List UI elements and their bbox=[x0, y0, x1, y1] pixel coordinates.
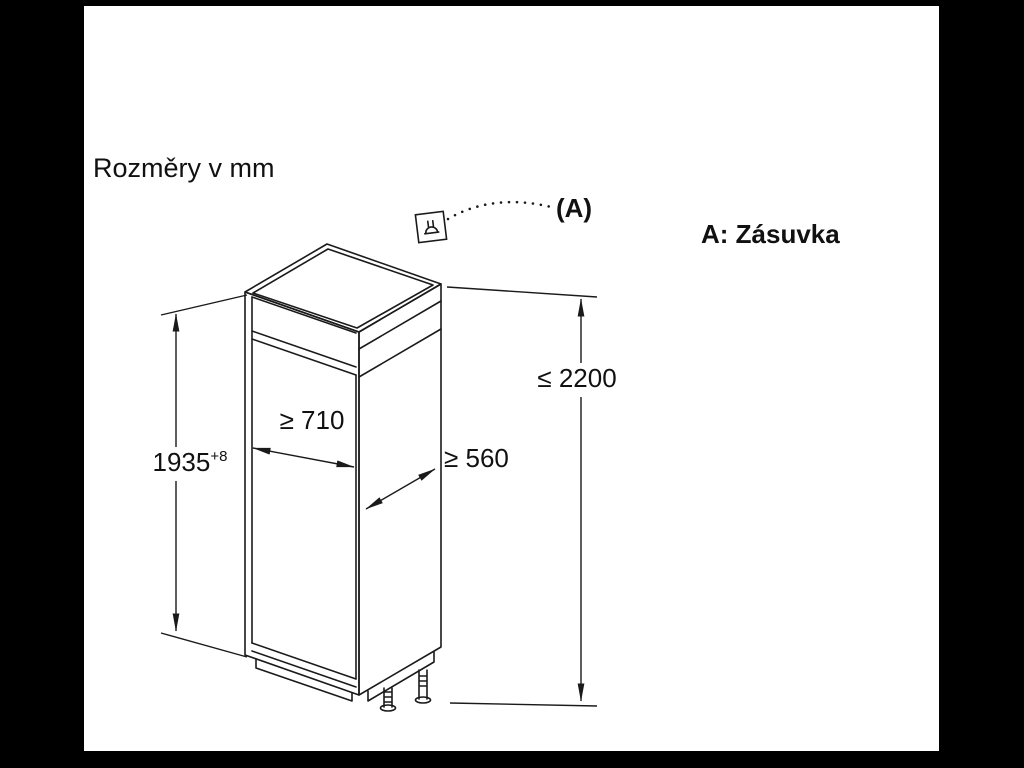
dim-extension-lines-left bbox=[160, 294, 248, 658]
dim-niche-depth: ≥ 560 bbox=[365, 443, 509, 510]
legend-label: A: Zásuvka bbox=[701, 219, 840, 249]
cabinet-floor-edges bbox=[251, 642, 357, 688]
cabinet-right-face-panel-lines bbox=[358, 300, 442, 378]
diagram-paper bbox=[84, 6, 939, 751]
niche-cabinet-drawing bbox=[244, 243, 442, 712]
callout-label: (A) bbox=[556, 193, 592, 223]
socket-icon bbox=[414, 210, 448, 244]
adjustable-foot-front bbox=[379, 687, 397, 712]
cabinet-top-crossbar bbox=[251, 330, 357, 376]
cabinet-front-plinth bbox=[255, 658, 353, 702]
cabinet-base-plinth bbox=[367, 651, 435, 702]
cabinet-front-inner-top-edge bbox=[251, 296, 357, 334]
dim-max-height: ≤ 2200 bbox=[446, 286, 617, 707]
socket-callout: (A) bbox=[414, 193, 592, 244]
dim-niche-width: ≥ 710 bbox=[252, 405, 355, 468]
dim-extension-lines-right bbox=[446, 286, 598, 707]
adjustable-foot-rear bbox=[414, 669, 432, 704]
dim-label-niche-height: 1935+8 bbox=[153, 447, 228, 477]
dim-label-niche-depth: ≥ 560 bbox=[444, 443, 509, 473]
dim-label-max-height: ≤ 2200 bbox=[537, 363, 616, 393]
cabinet-right-face bbox=[358, 283, 442, 696]
dim-niche-height: 1935+8 bbox=[153, 294, 248, 658]
diagram-title: Rozměry v mm bbox=[93, 153, 275, 183]
cabinet-top-face-inner-rim bbox=[252, 248, 434, 329]
dim-label-niche-width: ≥ 710 bbox=[280, 405, 345, 435]
